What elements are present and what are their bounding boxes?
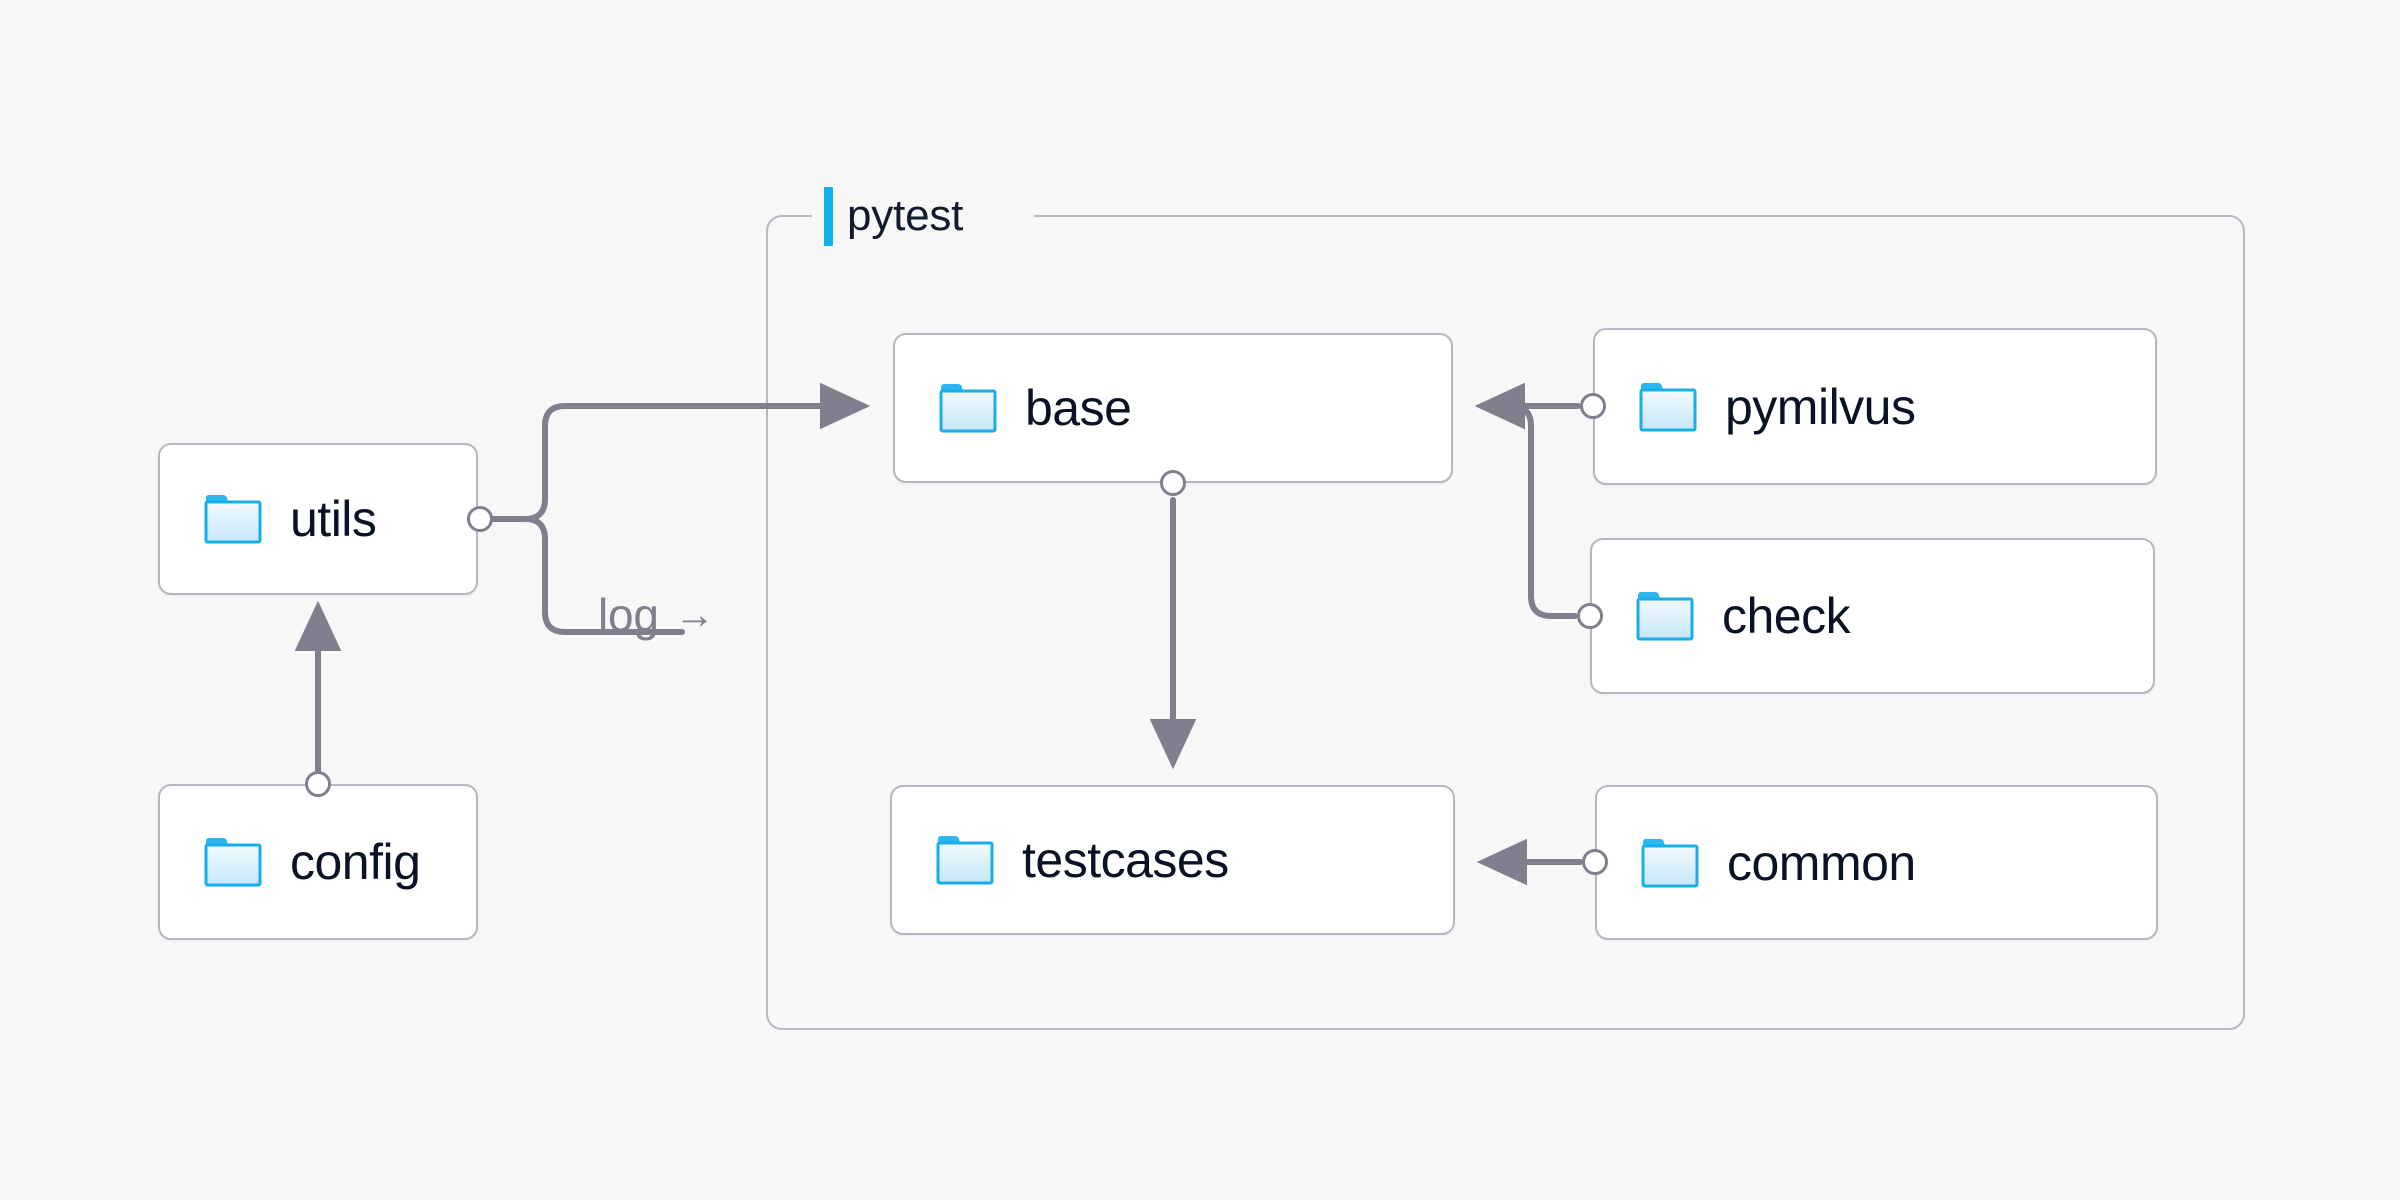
port-config-top[interactable] — [305, 771, 331, 797]
node-label-pymilvus: pymilvus — [1725, 378, 1916, 435]
edge-label-log: log → — [598, 592, 715, 638]
group-label-mask — [812, 203, 1034, 229]
node-utils[interactable]: utils — [158, 443, 478, 595]
edge-utils-log — [490, 516, 685, 635]
node-testcases[interactable]: testcases — [890, 785, 1455, 935]
edge-utils-base — [490, 382, 871, 522]
node-base[interactable]: base — [893, 333, 1453, 483]
folder-icon — [939, 384, 997, 433]
node-label-config: config — [290, 834, 421, 890]
folder-icon — [1636, 592, 1694, 641]
port-common-left[interactable] — [1582, 849, 1608, 875]
node-label-common: common — [1727, 834, 1916, 891]
folder-icon — [204, 495, 262, 544]
port-utils-right[interactable] — [467, 506, 493, 532]
group-container-pytest[interactable] — [766, 215, 2245, 1030]
folder-icon — [1641, 838, 1699, 887]
port-pymilvus-left[interactable] — [1580, 393, 1606, 419]
group-title-text: pytest — [847, 191, 964, 240]
folder-icon — [936, 836, 994, 885]
node-pymilvus[interactable]: pymilvus — [1593, 328, 2157, 485]
node-label-check: check — [1722, 588, 1851, 644]
group-label-pytest[interactable]: pytest — [824, 186, 963, 246]
accent-bar-icon — [824, 186, 833, 246]
port-base-bottom[interactable] — [1160, 470, 1186, 496]
node-label-base: base — [1025, 380, 1132, 436]
node-check[interactable]: check — [1590, 538, 2155, 694]
node-common[interactable]: common — [1595, 785, 2158, 940]
node-config[interactable]: config — [158, 784, 478, 940]
node-label-testcases: testcases — [1022, 832, 1229, 888]
folder-icon — [204, 838, 262, 887]
edge-check-base — [1474, 382, 1578, 619]
node-label-utils: utils — [290, 491, 377, 547]
arrow-right-icon: → — [674, 593, 715, 637]
folder-icon — [1639, 382, 1697, 431]
port-check-left[interactable] — [1577, 603, 1603, 629]
edge-label-log-text: log — [598, 589, 659, 641]
